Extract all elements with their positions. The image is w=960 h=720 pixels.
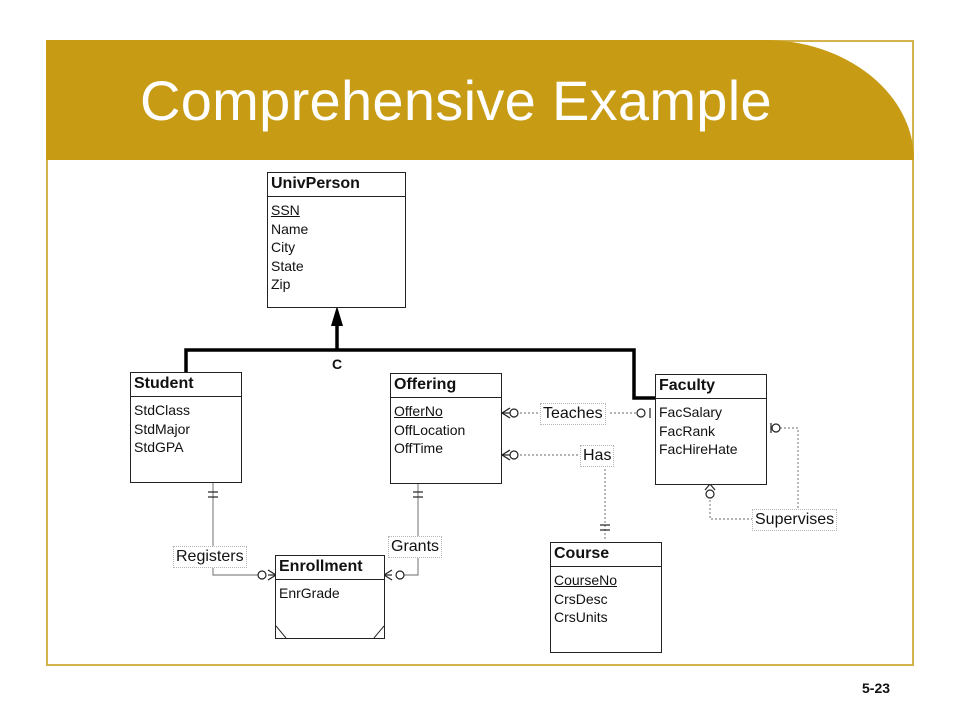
entity-name: Course xyxy=(551,543,661,567)
generalization-lines xyxy=(184,322,655,400)
slide-title: Comprehensive Example xyxy=(140,69,772,132)
attribute: State xyxy=(271,257,304,274)
attribute: Name xyxy=(271,220,309,237)
attribute-pk: SSN xyxy=(271,202,300,218)
attribute: StdClass xyxy=(134,402,191,418)
completeness-constraint-label: C xyxy=(332,356,343,372)
relationship-label-teaches: Teaches xyxy=(540,403,606,425)
attribute: OffLocation xyxy=(394,421,466,438)
entity-enrollment: Enrollment EnrGrade xyxy=(275,555,385,639)
entity-name: Offering xyxy=(391,374,501,398)
relationship-label-grants: Grants xyxy=(388,536,443,558)
attribute: CrsUnits xyxy=(554,609,608,625)
registers-grants-lines xyxy=(212,483,419,576)
relationship-lines xyxy=(516,412,799,540)
entity-faculty: Faculty FacSalary FacRank FacHireHate xyxy=(655,374,767,485)
entity-offering: Offering OfferNo OffLocation OffTime xyxy=(390,373,502,484)
title-band xyxy=(46,40,914,160)
entity-name: Student xyxy=(131,373,241,397)
attribute: City xyxy=(271,239,296,255)
relationship-label-supervises: Supervises xyxy=(752,509,838,531)
relationship-label-has: Has xyxy=(580,445,615,467)
weak-entity-corners xyxy=(276,625,384,638)
page-number: 5-23 xyxy=(862,680,891,696)
entity-name: UnivPerson xyxy=(268,173,405,197)
entity-univperson: UnivPerson SSN Name City State Zip xyxy=(267,172,406,308)
cardinality-markers xyxy=(208,407,781,581)
entity-course: Course CourseNo CrsDesc CrsUnits xyxy=(550,542,662,653)
attribute: FacRank xyxy=(659,422,716,439)
entity-name: Faculty xyxy=(656,375,766,399)
attribute: FacHireHate xyxy=(659,441,738,457)
entity-name: Enrollment xyxy=(276,556,384,580)
attribute: CrsDesc xyxy=(554,590,608,607)
attribute-pk: CourseNo xyxy=(554,572,618,588)
attribute: EnrGrade xyxy=(279,585,340,601)
generalization-arrow xyxy=(331,306,343,326)
attribute: FacSalary xyxy=(659,404,723,420)
entity-student: Student StdClass StdMajor StdGPA xyxy=(130,372,242,483)
attribute: StdMajor xyxy=(134,420,191,437)
relationship-label-registers: Registers xyxy=(173,546,247,568)
attribute-pk: OfferNo xyxy=(394,403,443,419)
attribute: StdGPA xyxy=(134,439,184,455)
attribute: OffTime xyxy=(394,440,444,456)
attribute: Zip xyxy=(271,276,291,292)
